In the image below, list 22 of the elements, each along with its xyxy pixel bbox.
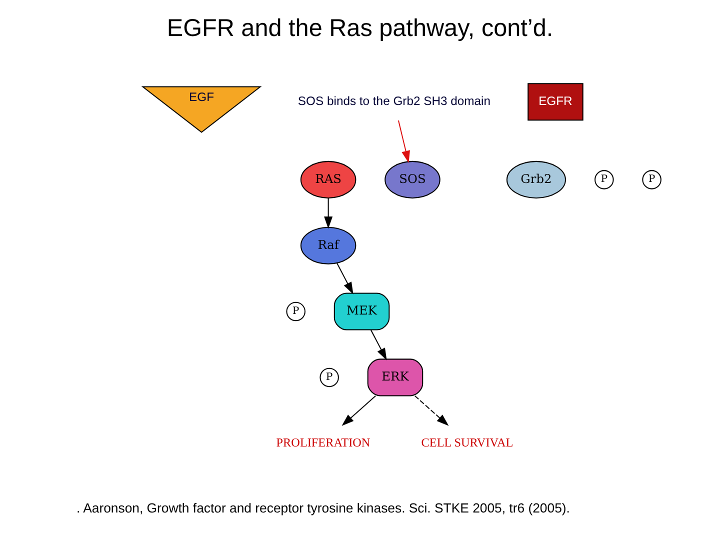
node-ellipse: Raf xyxy=(300,226,356,264)
caption: . Aaronson, Growth factor and receptor tyrosine kinases. Sci. STKE 2005, tr6 (2005). xyxy=(76,500,570,516)
node-ellipse: Grb2 xyxy=(506,160,566,198)
node-box: ERK xyxy=(367,358,424,396)
arrow xyxy=(414,396,449,426)
node-box: EGFR xyxy=(528,83,584,121)
node-circle: P xyxy=(286,302,306,322)
arrow xyxy=(324,198,333,229)
node-text: CELL SURVIVAL xyxy=(421,436,514,450)
arrow xyxy=(370,330,387,360)
node-ellipse: SOS xyxy=(384,160,440,198)
node-text: PROLIFERATION xyxy=(276,436,370,450)
arrow xyxy=(398,120,410,163)
node-ellipse: RAS xyxy=(300,160,356,198)
arrow xyxy=(342,396,376,426)
node-text: SOS binds to the Grb2 SH3 domain xyxy=(298,94,491,108)
arrow xyxy=(336,262,354,294)
node-circle: P xyxy=(594,170,614,190)
node-box: MEK xyxy=(334,292,390,330)
node-circle: P xyxy=(642,170,662,190)
node-circle: P xyxy=(320,368,339,388)
diagram-title: EGFR and the Ras pathway, cont’d. xyxy=(166,14,554,42)
